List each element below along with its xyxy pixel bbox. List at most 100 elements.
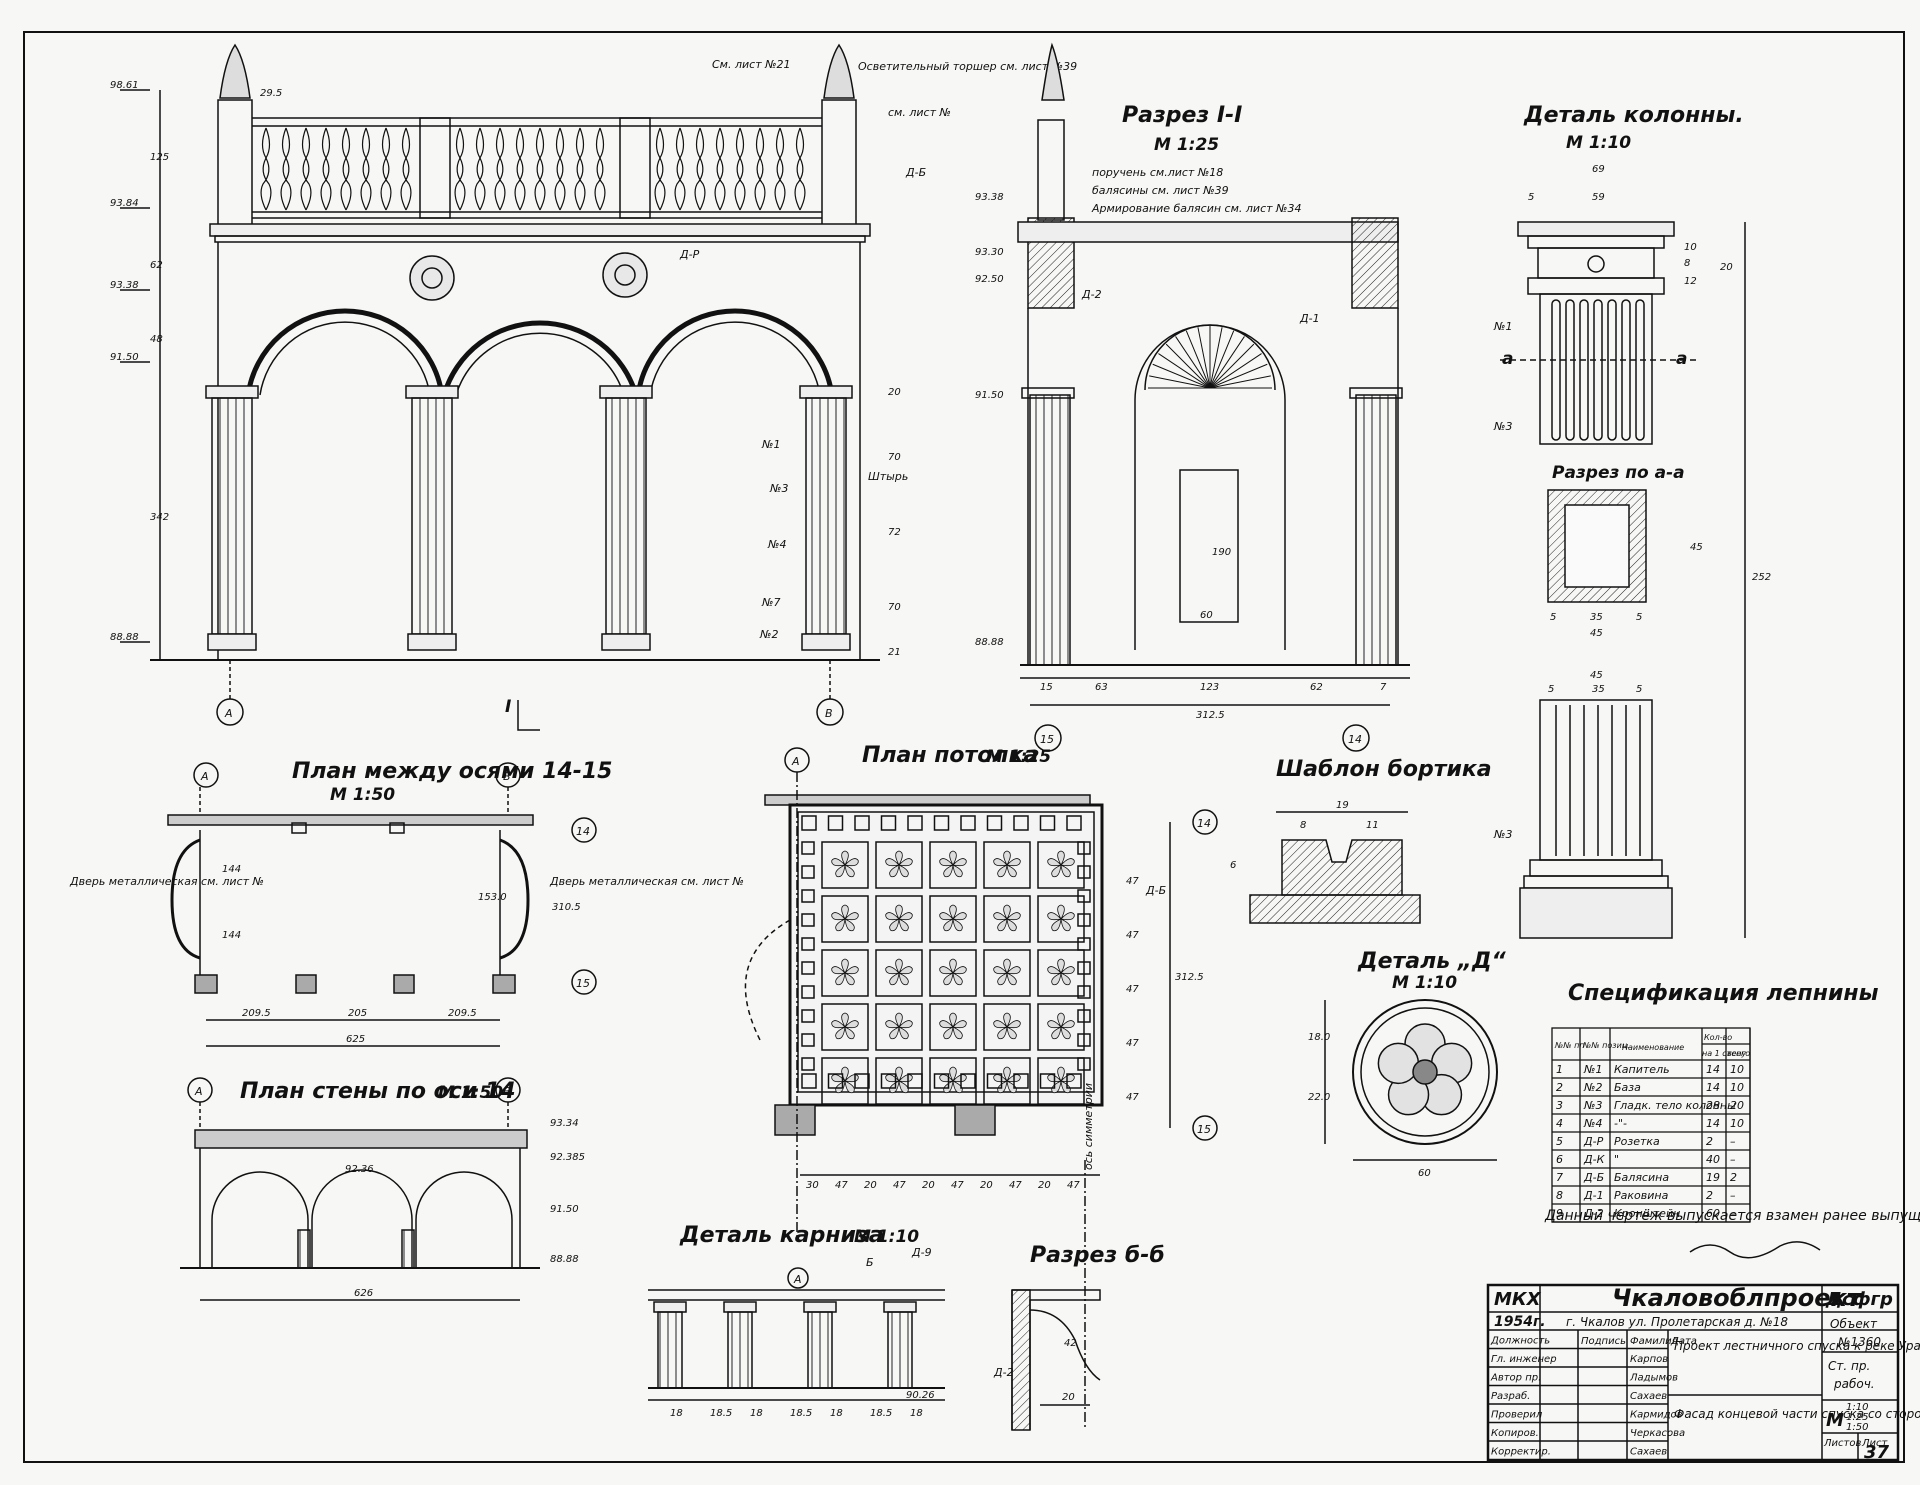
tb-year: 1954г. — [1494, 1314, 1546, 1330]
cornice-view — [648, 1267, 945, 1401]
dim-aa-35: 35 — [1590, 612, 1603, 623]
baluster — [456, 127, 466, 211]
dim-col-8: 8 — [1684, 258, 1690, 269]
cornice-title: Деталь карниза — [679, 1223, 884, 1248]
detail-d-scale: М 1:10 — [1392, 973, 1457, 993]
tb-scale-1: 1:10 — [1846, 1402, 1868, 1413]
spec-cell: Д-Б — [1583, 1171, 1604, 1184]
mark-s1-93-30: 93.30 — [975, 247, 1004, 258]
callout-n3: №3 — [769, 482, 788, 495]
spec-cell: – — [1730, 1135, 1736, 1148]
ceiling-plan-view — [744, 747, 1218, 1240]
baluster — [260, 127, 270, 211]
spec-cell: 6 — [1556, 1153, 1563, 1166]
modillion — [801, 1009, 815, 1023]
modillion — [986, 1073, 1003, 1089]
coffer — [929, 1057, 977, 1105]
tb-role: Копиров. — [1491, 1428, 1539, 1439]
dim-70b: 70 — [888, 602, 901, 613]
coffer — [875, 895, 923, 943]
mark-wall-88-88: 88.88 — [550, 1254, 579, 1265]
tb-address: г. Чкалов ул. Пролетарская д. №18 — [1566, 1315, 1788, 1329]
wall-plan-title: План стены по оси 14 — [240, 1079, 516, 1104]
ceiling-dim-bottom: 20 — [864, 1180, 877, 1191]
spec-cell: Д-2 — [1583, 1207, 1604, 1220]
coffer-rosette — [939, 850, 967, 878]
spec-header: на 1 стену — [1702, 1049, 1747, 1058]
dim-21: 21 — [888, 647, 901, 658]
mark-98-61: 98.61 — [110, 80, 139, 91]
flute — [1579, 299, 1589, 441]
baluster — [262, 127, 272, 211]
dim-aa-45-right: 45 — [1690, 542, 1703, 553]
spec-header: Кол-во — [1704, 1033, 1732, 1042]
tb-role: Разраб. — [1491, 1390, 1530, 1402]
cornice-capital — [883, 1301, 917, 1313]
ceiling-dim-bottom: 20 — [922, 1180, 935, 1191]
coffer — [875, 1003, 923, 1051]
callout-n1: №1 — [761, 438, 780, 451]
baluster — [496, 127, 506, 211]
dim-tpl-6: 6 — [1230, 860, 1236, 871]
modillion — [907, 1073, 923, 1089]
coffer-rosette — [993, 1012, 1021, 1040]
baluster — [302, 127, 312, 211]
coffer-rosette — [1047, 958, 1075, 986]
petal — [1377, 1042, 1420, 1085]
callout-n2: №2 — [759, 628, 778, 641]
coffer-rosette — [831, 1066, 859, 1094]
dim-col-59: 59 — [1592, 192, 1605, 203]
modillion — [1077, 913, 1091, 927]
modillion — [880, 1073, 897, 1089]
coffer — [929, 841, 977, 889]
baluster — [556, 127, 566, 211]
cornice-dim: 18.5 — [870, 1408, 892, 1419]
callout-bb-d2: Д-2 — [993, 1366, 1014, 1379]
dim-72: 72 — [888, 527, 901, 538]
facade-text: 98.61 93.84 93.38 91.50 88.88 125 62 48 … — [110, 58, 1077, 720]
section-bb-axis-note: ось симметрии — [1082, 1083, 1095, 1170]
dim-plan-209-left: 209.5 — [242, 1008, 271, 1019]
coffer-rosette — [885, 850, 913, 878]
modillion — [960, 1073, 976, 1089]
dim-base-5-right: 5 — [1636, 684, 1642, 695]
modillion — [827, 815, 844, 831]
baluster — [554, 127, 564, 211]
section-bb-text: Разрез б-б ось симметрии 20 42 Д-2 — [993, 1083, 1165, 1403]
flute — [1635, 299, 1645, 441]
shell-rib — [1209, 375, 1271, 389]
coffer — [1037, 1003, 1085, 1051]
coffer — [1037, 895, 1085, 943]
coffer-rosette — [939, 958, 967, 986]
facade-columns — [205, 385, 853, 651]
spec-cell: 2 — [1706, 1189, 1713, 1202]
modillion — [880, 815, 897, 831]
section-1-view — [1017, 42, 1410, 752]
cornice-shaft — [807, 1311, 833, 1389]
baluster — [596, 127, 606, 211]
tb-col-header: Подпись — [1581, 1336, 1626, 1347]
baluster — [282, 127, 292, 211]
dim-342: 342 — [150, 512, 169, 523]
dim-base-45: 45 — [1590, 670, 1603, 681]
flute — [1551, 299, 1561, 441]
coffer-rosette — [831, 850, 859, 878]
modillion — [801, 1033, 815, 1047]
tb-object-label: Объект — [1830, 1317, 1878, 1331]
baluster — [576, 127, 586, 211]
coffer — [983, 895, 1031, 943]
cornice-dim: 18 — [750, 1408, 763, 1419]
coffer-rosette — [939, 904, 967, 932]
ceiling-dim-bottom: 20 — [980, 1180, 993, 1191]
spec-header: №№ позиц. — [1582, 1041, 1630, 1050]
spec-cell: №1 — [1583, 1063, 1602, 1076]
shell-rib — [1152, 363, 1211, 389]
ceiling-dim-right: 47 — [1126, 984, 1139, 995]
spec-cell: 10 — [1730, 1081, 1744, 1094]
dim-aa-5-right: 5 — [1636, 612, 1642, 623]
tb-name: Кармидов — [1630, 1410, 1683, 1421]
coffer-rosette — [831, 958, 859, 986]
column-base — [801, 633, 851, 651]
